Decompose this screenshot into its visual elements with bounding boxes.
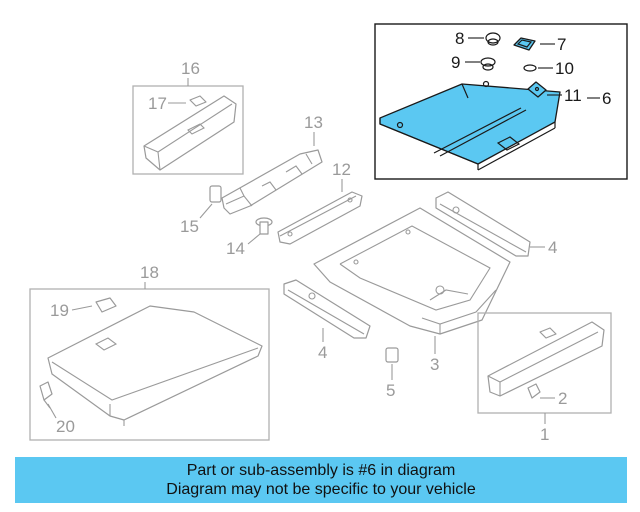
- callout-5: 5: [386, 381, 395, 400]
- bracket-20[interactable]: [39, 381, 53, 409]
- callout-9: 9: [451, 53, 460, 72]
- callout-4-right: 4: [548, 238, 557, 257]
- pad-7[interactable]: [513, 37, 536, 51]
- trim-panel-16[interactable]: [143, 95, 237, 171]
- callout-6: 6: [602, 89, 611, 108]
- leader-19: [71, 305, 93, 311]
- callout-17: 17: [148, 94, 167, 113]
- floor-tub-3[interactable]: [313, 207, 511, 335]
- callout-1: 1: [540, 425, 549, 444]
- rail-4-left[interactable]: [283, 279, 371, 339]
- info-banner: Part or sub-assembly is #6 in diagram Di…: [15, 457, 627, 503]
- callout-18: 18: [140, 263, 159, 282]
- clip-17[interactable]: [189, 95, 207, 107]
- callout-20: 20: [56, 417, 75, 436]
- banner-line-2: Diagram may not be specific to your vehi…: [166, 481, 476, 498]
- highlight-frame-6: [374, 23, 628, 180]
- banner-line-1: Part or sub-assembly is #6 in diagram: [186, 462, 456, 479]
- callout-15: 15: [180, 217, 199, 236]
- callout-8: 8: [455, 29, 464, 48]
- callout-14: 14: [226, 239, 245, 258]
- callout-12: 12: [332, 160, 351, 179]
- clip-8[interactable]: [485, 32, 501, 46]
- leader-20: [47, 403, 57, 419]
- clip-19[interactable]: [95, 297, 117, 313]
- callout-13: 13: [304, 113, 323, 132]
- callout-11: 11: [564, 86, 582, 105]
- frame-18: [29, 288, 270, 441]
- callout-7: 7: [557, 35, 566, 54]
- callout-10: 10: [555, 59, 574, 78]
- callout-3: 3: [430, 355, 439, 374]
- tonneau-cover-18[interactable]: [47, 305, 263, 426]
- plate-11[interactable]: [527, 81, 547, 98]
- callout-2: 2: [558, 389, 567, 408]
- callout-19: 19: [50, 301, 69, 320]
- callout-4-left: 4: [318, 343, 327, 362]
- floor-board-6[interactable]: [379, 80, 561, 171]
- clip-14[interactable]: [255, 217, 273, 235]
- scuff-plate-1[interactable]: [487, 321, 605, 397]
- rail-12[interactable]: [277, 191, 363, 245]
- leader-14: [247, 233, 261, 245]
- clip-9[interactable]: [480, 57, 496, 71]
- bracket-13[interactable]: [221, 149, 323, 215]
- ring-10[interactable]: [523, 64, 537, 72]
- rail-4-right[interactable]: [435, 191, 531, 257]
- leader-15: [199, 203, 213, 219]
- clip-5[interactable]: [385, 347, 399, 363]
- clip-2[interactable]: [527, 383, 541, 399]
- clip-1a[interactable]: [539, 327, 557, 339]
- callout-16: 16: [181, 59, 200, 78]
- clip-15[interactable]: [209, 185, 222, 203]
